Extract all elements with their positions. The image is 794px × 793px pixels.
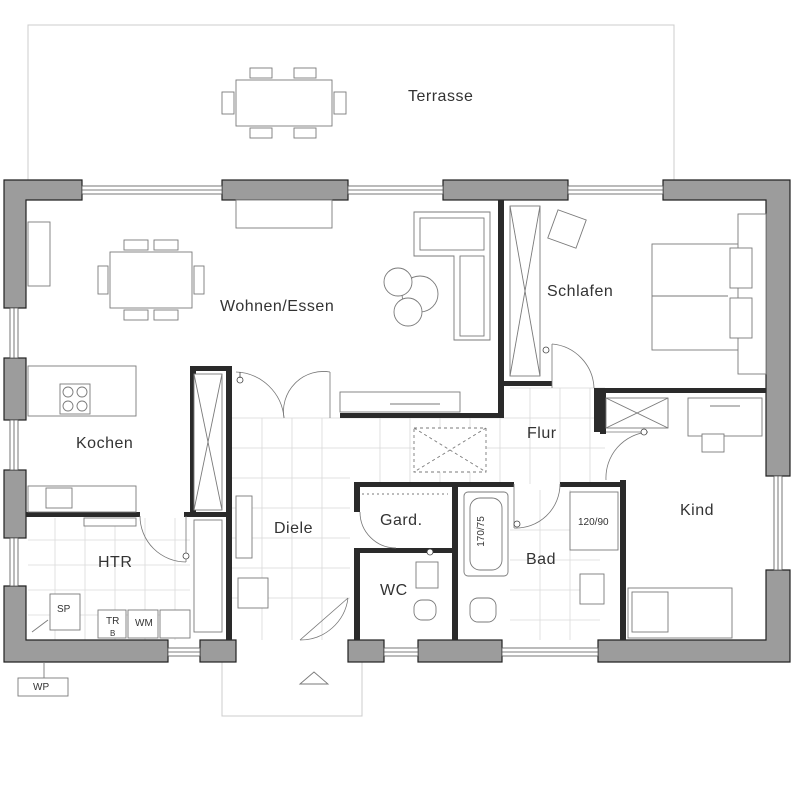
bathtub-dimension: 170/75 [475, 516, 487, 547]
wall-top-mid-1 [221, 179, 349, 201]
wall-top-right [662, 179, 791, 477]
wall-top-mid-2 [442, 179, 569, 201]
shower-dimension: 120/90 [578, 517, 609, 528]
room-label-wc: WC [380, 582, 408, 599]
wall-bottom-left [3, 585, 169, 663]
doors [139, 343, 649, 641]
wall-bottom-right [597, 569, 791, 663]
wall-bottom-2 [347, 639, 385, 663]
entrance-path [221, 660, 363, 717]
door-handles [182, 346, 648, 560]
room-label-kochen: Kochen [76, 435, 134, 452]
interior-walls [26, 200, 766, 640]
room-label-bad: Bad [526, 551, 556, 568]
room-label-flur: Flur [527, 425, 557, 442]
wall-left-2 [3, 469, 27, 539]
room-label-htr: HTR [98, 554, 133, 571]
tr-label: TR [106, 616, 120, 627]
room-label-terrasse: Terrasse [408, 88, 474, 105]
furniture [17, 67, 767, 697]
wm-label: WM [135, 618, 153, 629]
walls [3, 179, 791, 663]
sp-label: SP [57, 604, 71, 615]
room-label-wohnen: Wohnen/Essen [220, 298, 335, 315]
room-label-kind: Kind [680, 502, 715, 519]
wall-bottom-1 [199, 639, 237, 663]
b-label: B [110, 629, 116, 638]
wp-label: WP [33, 682, 50, 693]
terrace-outline [27, 24, 675, 183]
wall-top-left [3, 179, 83, 309]
windows [9, 185, 783, 657]
room-label-gard: Gard. [380, 512, 423, 529]
wall-left-1 [3, 357, 27, 421]
wall-bottom-3 [417, 639, 503, 663]
room-label-schlafen: Schlafen [547, 283, 614, 300]
room-label-diele: Diele [274, 520, 313, 537]
